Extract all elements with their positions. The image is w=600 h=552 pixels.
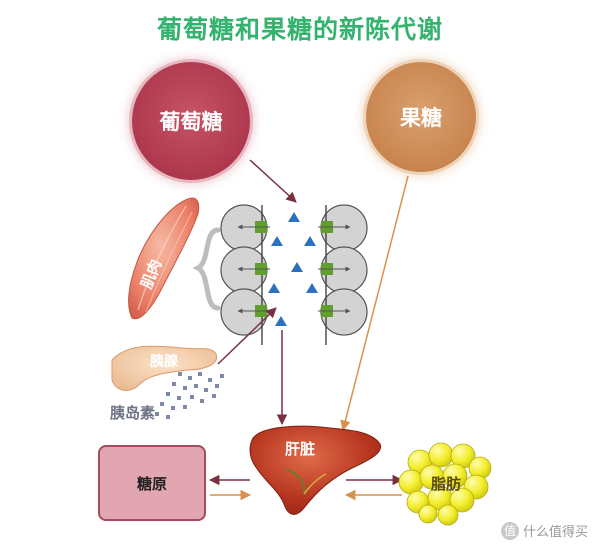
page-title: 葡萄糖和果糖的新陈代谢 — [156, 15, 443, 44]
fructose-arrow — [340, 175, 409, 432]
watermark-icon: 值 — [500, 521, 519, 540]
watermark-text: 什么值得买 — [522, 525, 588, 540]
insulin-arrow — [217, 307, 277, 365]
fat-cluster — [398, 442, 492, 526]
glucose-arrow — [249, 159, 297, 203]
pancreas-illustration: 胰腺 — [111, 345, 218, 391]
bracket — [192, 227, 221, 311]
fructose-label: 果糖 — [400, 106, 442, 130]
fat-label: 脂肪 — [431, 475, 461, 493]
pancreas-label: 胰腺 — [150, 353, 179, 370]
glycogen-box: 糖原 — [98, 445, 206, 521]
muscle-illustration: 肌肉 — [128, 197, 200, 320]
insulin-dots — [155, 372, 224, 419]
glycogen-label: 糖原 — [136, 474, 167, 493]
insulin-label: 胰岛素 — [110, 404, 155, 422]
glucose-node: 葡萄糖 — [132, 62, 250, 180]
liver-illustration: 肝脏 — [249, 425, 382, 515]
glucose-label: 葡萄糖 — [159, 110, 223, 134]
fructose-node: 果糖 — [366, 62, 476, 172]
liver-label: 肝脏 — [285, 440, 315, 458]
watermark: 值 什么值得买 — [500, 521, 588, 540]
cell-cluster — [220, 204, 368, 345]
